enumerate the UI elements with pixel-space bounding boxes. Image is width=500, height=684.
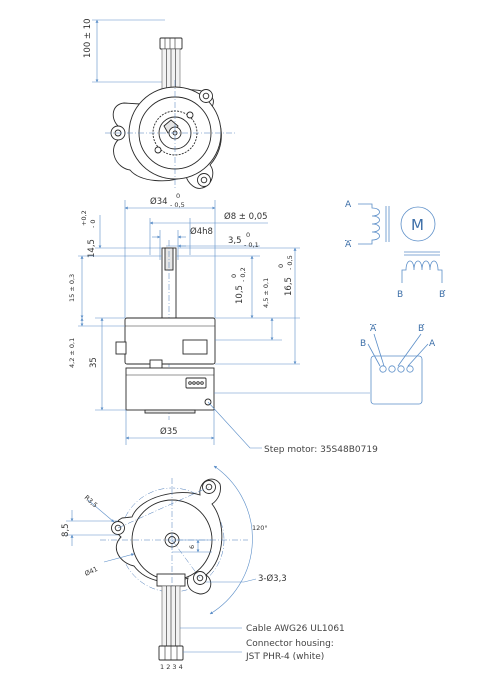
h-4-2-label: 4,2 ± 0,1 <box>68 338 76 368</box>
h-14-5-label: 14,5 <box>87 239 97 258</box>
h-4-5-label: 4,5 ± 0,1 <box>262 278 270 308</box>
connector-pinout: A B B A <box>360 324 436 405</box>
side-view: Ø34 0 - 0,5 Ø8 ± 0,05 Ø4h8 3,5 0 - 0,1 <box>68 192 378 455</box>
outer-diameter-label: Ø41 <box>83 565 99 578</box>
flange-tol-upper: 0 <box>176 192 180 200</box>
dim-10-5: 10,5 0 - 0,2 <box>176 255 300 319</box>
dim-6-label: 6 <box>188 545 196 549</box>
cable-label: Cable AWG26 UL1061 <box>246 624 345 634</box>
dim-8-5-label: 8,5 <box>61 523 71 537</box>
bottom-view: R3,5 8,5 Ø41 6 120° 3-Ø3, <box>61 465 345 671</box>
coil-b-label: B <box>397 290 403 300</box>
top-view: 100 ± 10 <box>83 18 235 190</box>
flat-tol-upper: 0 <box>246 231 250 239</box>
dim-8-5: 8,5 <box>61 510 118 546</box>
dim-15: 15 ± 0,3 <box>68 255 162 319</box>
h-14-5-tol-upper: +0,2 <box>80 210 88 226</box>
bottom-cable: 1 2 3 4 <box>158 585 184 671</box>
body-diameter-label: Ø35 <box>160 426 178 437</box>
conn-a-bar-label: A <box>370 324 377 334</box>
h-10-5-tol-lower: - 0,2 <box>239 267 247 282</box>
housing-label-2: JST PHR-4 (white) <box>245 652 324 662</box>
dim-6: 6 <box>172 539 212 553</box>
motor-symbol-label: M <box>411 216 424 234</box>
housing-label-1: Connector housing: <box>246 639 334 649</box>
dim-16-5: 16,5 0 - 0,5 <box>178 247 300 365</box>
conn-a-label: A <box>429 339 436 349</box>
coil-a-label: A <box>345 200 352 210</box>
h-15-label: 15 ± 0,3 <box>68 274 76 302</box>
dim-shaft-tip-diameter: Ø8 ± 0,05 <box>149 211 268 255</box>
h-16-5-label: 16,5 <box>284 277 294 296</box>
coil-a-bar-label: A <box>345 240 352 250</box>
conn-b-bar-label: B <box>418 324 424 334</box>
motor-body <box>115 317 216 414</box>
dim-holes: 3-Ø3,3 <box>206 573 287 584</box>
lead-length-label: 100 ± 10 <box>83 18 93 58</box>
h-16-5-tol-lower: - 0,5 <box>286 255 294 270</box>
flat-label: 3,5 <box>228 236 242 246</box>
dim-flat: 3,5 0 - 0,1 <box>166 231 260 249</box>
flange-diameter-label: Ø34 <box>150 196 168 207</box>
dim-body-diameter: Ø35 <box>125 410 215 445</box>
motor-symbol: M <box>400 206 436 242</box>
dim-flange-diameter: Ø34 0 - 0,5 <box>124 192 216 318</box>
dim-35: 35 <box>89 317 126 411</box>
h-14-5-tol-lower: - 0 <box>89 219 97 228</box>
h-10-5-tol-upper: 0 <box>230 274 238 278</box>
top-connector <box>159 37 183 94</box>
h-16-5-tol-upper: 0 <box>277 264 285 268</box>
dim-shaft-diameter: Ø4h8 <box>152 226 213 260</box>
motor-label: Step motor: 35S48B0719 <box>264 445 378 455</box>
dim-radius: R3,5 <box>83 494 115 523</box>
h-10-5-label: 10,5 <box>235 285 245 304</box>
lead-length-dimension: 100 ± 10 <box>83 18 165 83</box>
pin-numbers: 1 2 3 4 <box>160 663 183 671</box>
coil-b-bar-label: B <box>439 290 445 300</box>
coil-b: B B <box>397 251 445 300</box>
h-35-label: 35 <box>89 357 99 368</box>
motor-callout: Step motor: 35S48B0719 <box>207 392 378 455</box>
flange-tol-lower: - 0,5 <box>170 201 185 209</box>
coil-a: A A <box>345 200 390 250</box>
conn-b-label: B <box>360 339 366 349</box>
shaft-tip-diameter-label: Ø8 ± 0,05 <box>224 211 268 222</box>
dim-angle: 120° <box>209 465 268 615</box>
holes-label: 3-Ø3,3 <box>258 573 287 584</box>
top-flange <box>105 80 235 190</box>
dim-14-5: 14,5 +0,2 - 0 <box>80 210 162 258</box>
dim-4-5: 4,5 ± 0,1 <box>215 278 282 341</box>
angle-label: 120° <box>252 524 268 532</box>
flat-tol-lower: - 0,1 <box>244 241 259 249</box>
wiring-schematic: A A M B B A B B A <box>345 200 445 405</box>
shaft-diameter-label: Ø4h8 <box>190 226 213 237</box>
cable-callouts: Cable AWG26 UL1061 Connector housing: JS… <box>180 624 345 662</box>
